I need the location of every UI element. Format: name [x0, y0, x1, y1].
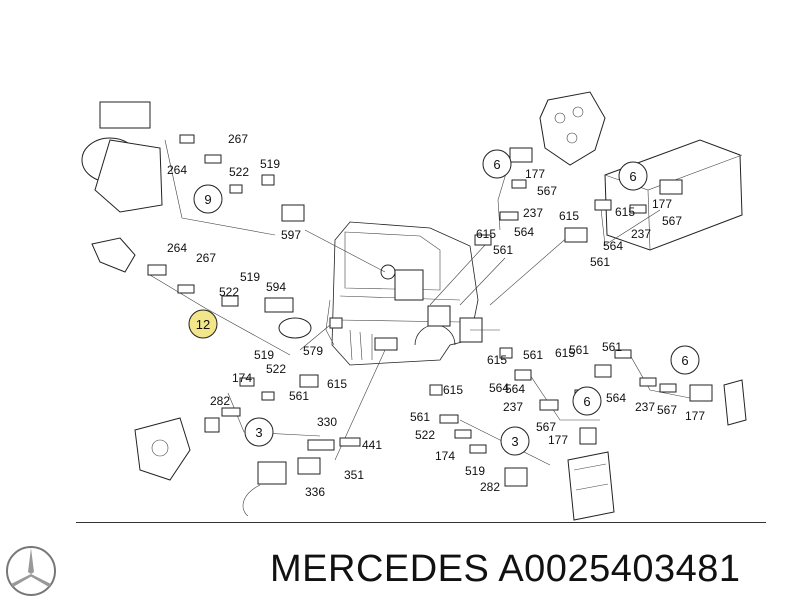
- connector-plug: [242, 457, 321, 517]
- part-number-label: 615: [476, 227, 496, 241]
- part-number-label: 522: [266, 362, 286, 376]
- divider-line: [76, 522, 766, 523]
- part-number-label: 615: [559, 209, 579, 223]
- part-number-label: 177: [525, 167, 545, 181]
- part-number-label: 615: [555, 346, 575, 360]
- group-number: 3: [255, 425, 262, 440]
- group-number: 6: [583, 394, 590, 409]
- part-number-label: 351: [344, 468, 364, 482]
- part-number-label: 282: [480, 480, 500, 494]
- center-relay-cluster: [329, 264, 483, 351]
- part-number-label: 174: [232, 371, 252, 385]
- part-number-label: 561: [602, 340, 622, 354]
- group-number: 6: [629, 169, 636, 184]
- part-number-label: 567: [537, 184, 557, 198]
- part-number-label: 579: [303, 344, 323, 358]
- part-number-label: 522: [219, 285, 239, 299]
- part-number-label: 594: [266, 280, 286, 294]
- group-circle: [670, 345, 700, 375]
- part-number-label: 561: [523, 348, 543, 362]
- group-number: 12: [196, 317, 210, 332]
- part-number-label: 174: [435, 449, 455, 463]
- part-number-label: 561: [590, 255, 610, 269]
- cylinder-top-left: [81, 101, 163, 213]
- part-number-label: 177: [652, 197, 672, 211]
- part-number-label: 519: [254, 348, 274, 362]
- part-number-label: 177: [548, 433, 568, 447]
- group-circle: [572, 386, 602, 416]
- group-circle: [500, 426, 530, 456]
- part-number-label: 564: [603, 239, 623, 253]
- tank-top-right: [604, 139, 743, 251]
- part-number-label: 264: [167, 163, 187, 177]
- group-number: 6: [681, 353, 688, 368]
- group-circle: [188, 309, 218, 339]
- group-number-circles: 9 12 6 6 6 6 3 3: [188, 149, 700, 456]
- part-number-label: 519: [240, 270, 260, 284]
- group-circle: [244, 417, 274, 447]
- group-number: 3: [511, 434, 518, 449]
- fitting-right: [723, 379, 747, 426]
- part-number-label: 615: [487, 353, 507, 367]
- part-number-label: 597: [281, 228, 301, 242]
- part-number-label: 567: [662, 214, 682, 228]
- valve-bottom-left: [134, 417, 191, 481]
- part-number-label: 615: [443, 383, 463, 397]
- part-number-label: 564: [489, 381, 509, 395]
- group-number: 9: [204, 192, 211, 207]
- part-number-label: 237: [523, 206, 543, 220]
- part-number-label: 615: [615, 205, 635, 219]
- part-number-label: 561: [289, 389, 309, 403]
- part-number-label: 441: [362, 438, 382, 452]
- part-number-label: 177: [685, 409, 705, 423]
- part-number-label: 237: [635, 400, 655, 414]
- part-number-label: 564: [606, 391, 626, 405]
- part-number-label: 615: [327, 377, 347, 391]
- part-number-label: 237: [503, 400, 523, 414]
- control-module-bottom-right: [567, 451, 615, 521]
- part-number-label: 330: [317, 415, 337, 429]
- part-number-label: 336: [305, 485, 325, 499]
- part-number-label: 564: [505, 382, 525, 396]
- mercedes-star-icon: [4, 544, 58, 598]
- part-number-label: 519: [260, 157, 280, 171]
- part-number-label: 282: [210, 394, 230, 408]
- brand-part-number: MERCEDES A0025403481: [270, 548, 741, 590]
- part-number-label: 267: [196, 251, 216, 265]
- part-number-label: 564: [514, 225, 534, 239]
- part-number-label: 237: [631, 227, 651, 241]
- part-number-label: 522: [415, 428, 435, 442]
- leader-lines: [299, 229, 571, 461]
- group-number: 6: [493, 157, 500, 172]
- bracket-left: [91, 237, 136, 273]
- group-circle: [193, 184, 223, 214]
- part-number-label: 567: [536, 420, 556, 434]
- group-circle: [482, 149, 512, 179]
- valve-block-top: [539, 91, 606, 166]
- part-number-label: 267: [228, 132, 248, 146]
- part-number-label: 522: [229, 165, 249, 179]
- part-number-label: 264: [167, 241, 187, 255]
- group-circle: [618, 161, 648, 191]
- part-number-label: 561: [493, 243, 513, 257]
- group-brackets: [149, 139, 701, 466]
- part-number-label: 561: [569, 343, 589, 357]
- part-number-label: 567: [657, 403, 677, 417]
- part-number-label: 561: [410, 410, 430, 424]
- part-number-label: 519: [465, 464, 485, 478]
